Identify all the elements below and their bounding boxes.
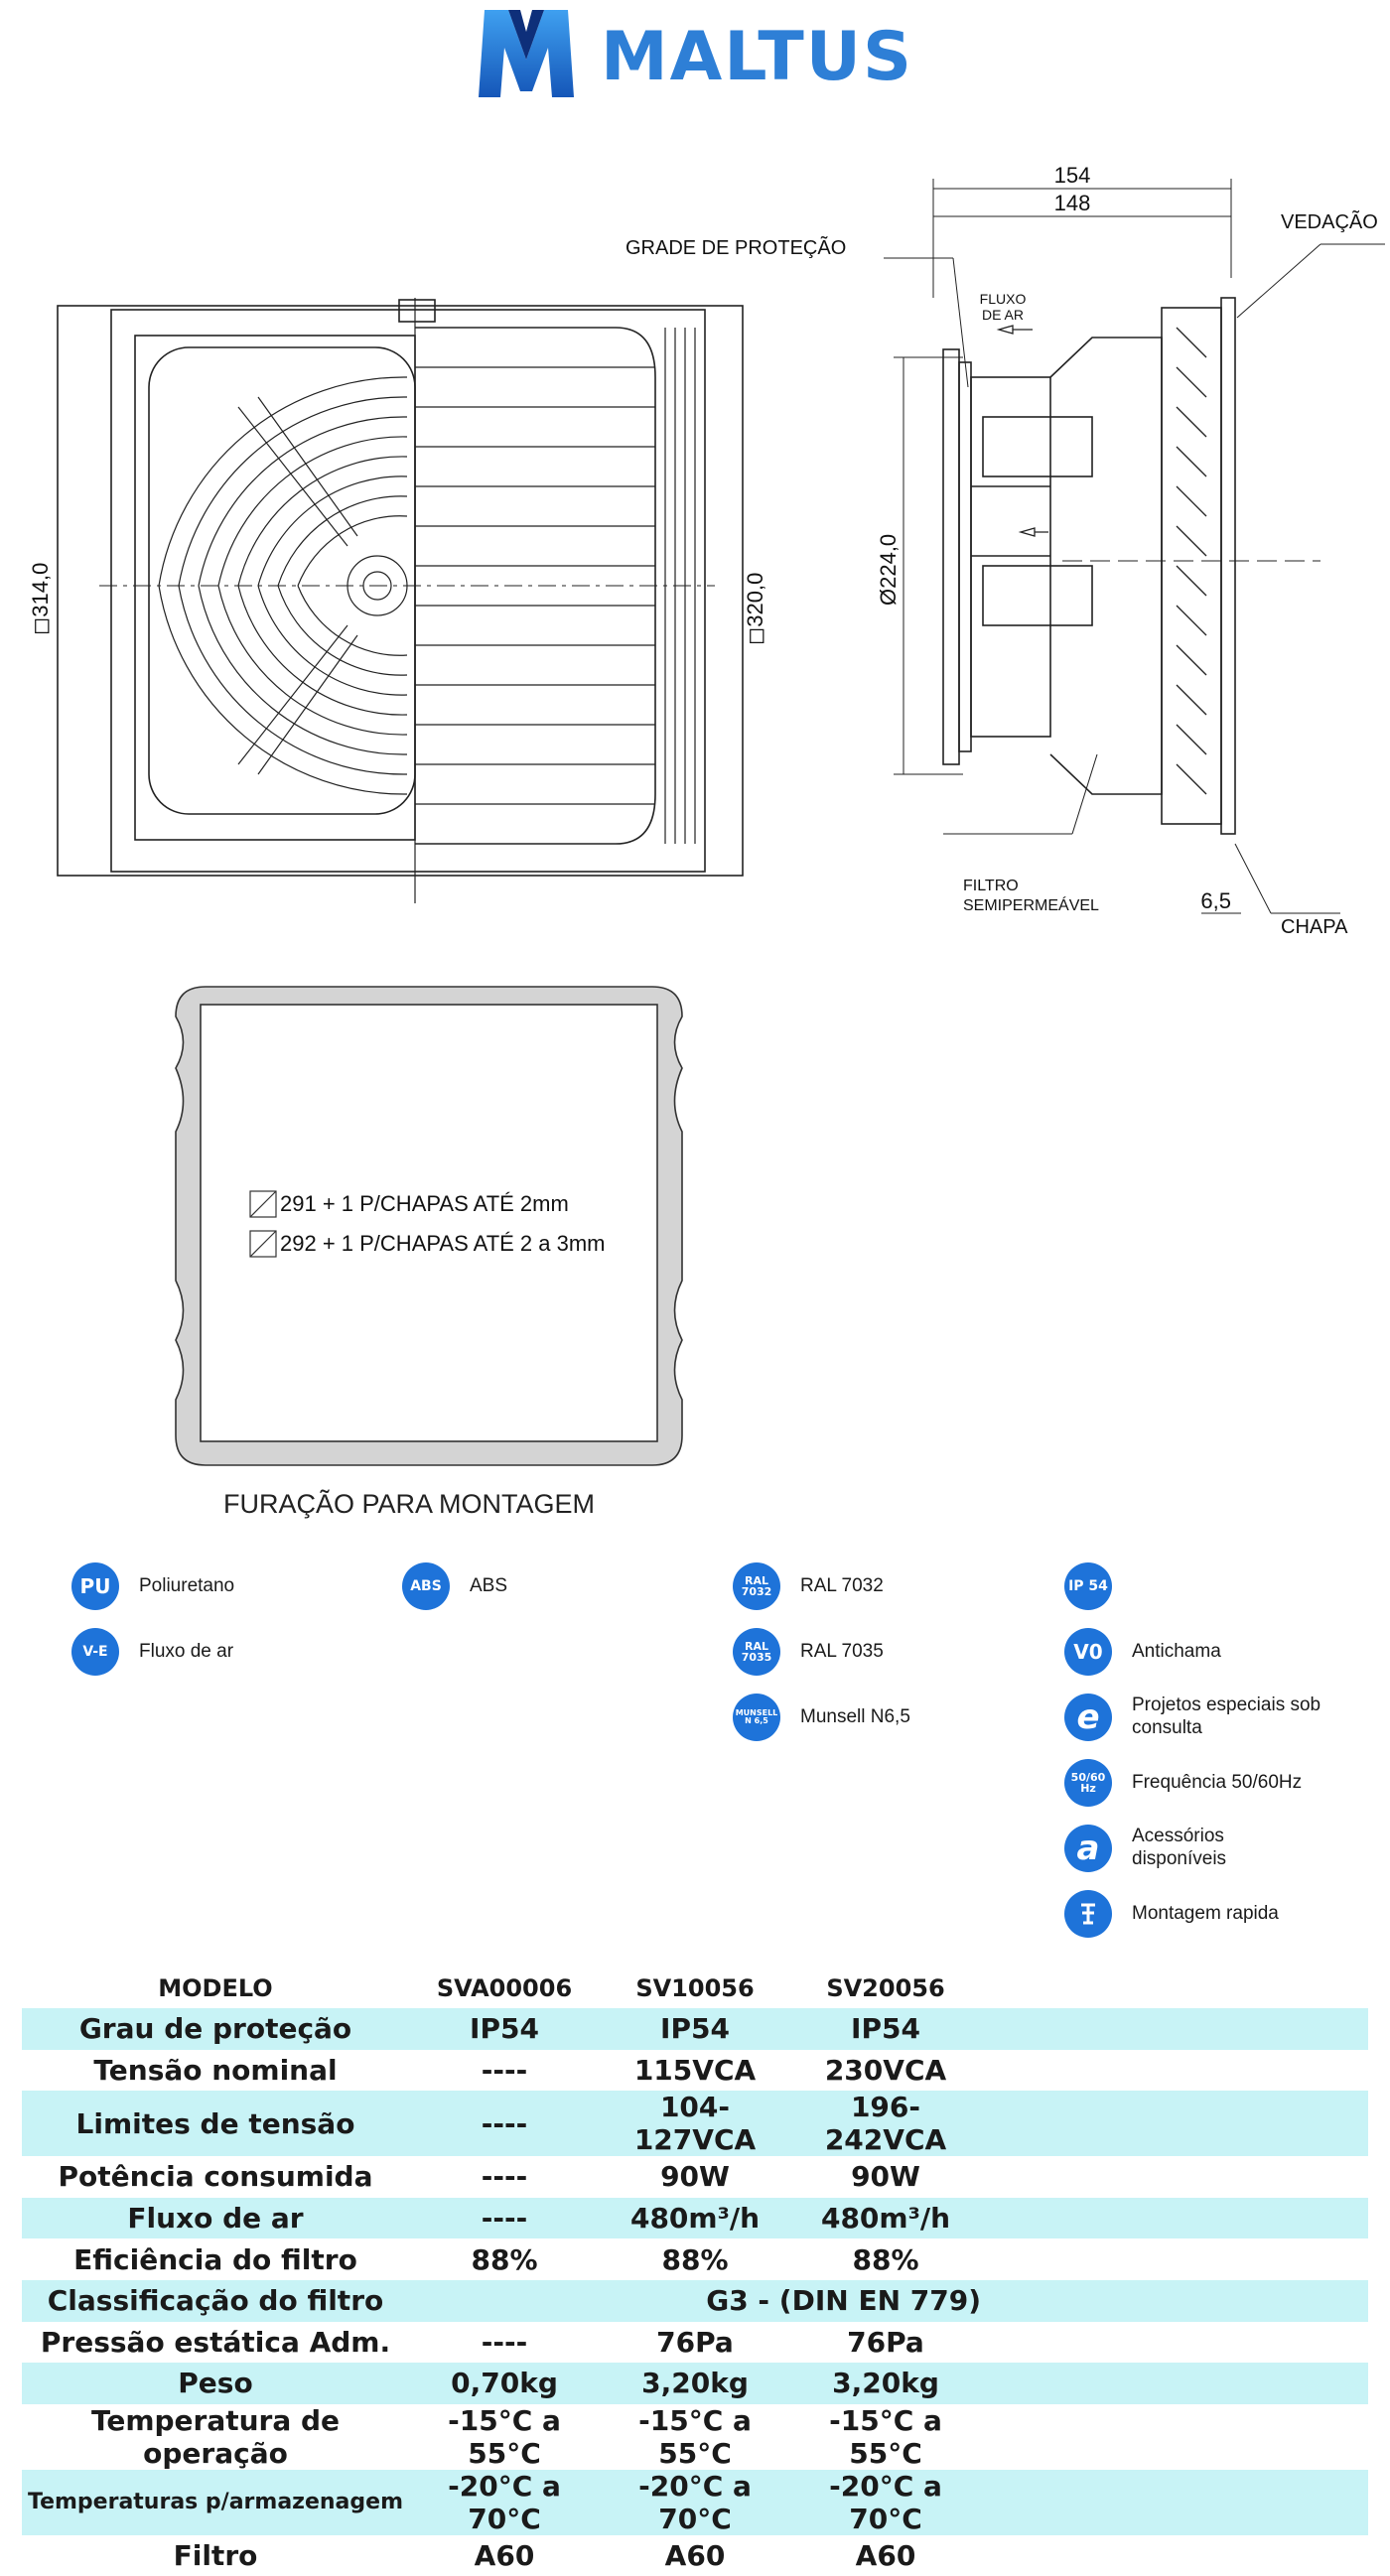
legend-munsell: MUNSELL N 6,5 Munsell N6,5 (733, 1692, 910, 1743)
table-row: Fluxo de ar ---- 480m³/h 480m³/h (22, 2197, 1368, 2239)
table-row: Peso 0,70kg 3,20kg 3,20kg (22, 2363, 1368, 2404)
mounting-cutout-drawing (175, 986, 683, 1466)
table-row: Limites de tensão ---- 104-127VCA 196-24… (22, 2091, 1368, 2157)
table-row: Pressão estática Adm. ---- 76Pa 76Pa (40, 2325, 924, 2359)
legend-frequency: 50/60 Hz Frequência 50/60Hz (1064, 1757, 1302, 1809)
mount-note-1: 291 + 1 P/CHAPAS ATÉ 2mm (280, 1191, 569, 1216)
ral-7035-badge-icon: RAL 7035 (733, 1628, 780, 1676)
legend-airflow: V-E Fluxo de ar (71, 1626, 233, 1678)
brand-logo: MALTUS (467, 0, 923, 109)
legend-ral-7035: RAL 7035 RAL 7035 (733, 1626, 884, 1678)
munsell-badge-icon: MUNSELL N 6,5 (733, 1694, 780, 1741)
table-row: Grau de proteção IP54 IP54 IP54 (22, 2008, 1368, 2050)
table-row: Filtro A60 A60 A60 (173, 2539, 916, 2573)
spec-table: MODELO SVA00006 SV10056 SV20056 Grau de … (22, 1968, 1368, 2576)
side-dim-top-inner: 148 (1054, 191, 1091, 215)
maltus-m-icon (479, 10, 574, 97)
side-view-drawing: 154 148 Ø224,0 6,5 GRADE DE PROTEÇÃO VED… (626, 163, 1385, 938)
table-row: Tensão nominal ---- 115VCA 230VCA (93, 2053, 947, 2087)
side-dim-top-outer: 154 (1054, 163, 1091, 188)
front-dim-left: ◻314,0 (28, 563, 53, 635)
legend-ral-7032: RAL 7032 RAL 7032 (733, 1560, 884, 1612)
mount-note-2: 292 + 1 P/CHAPAS ATÉ 2 a 3mm (280, 1231, 606, 1256)
table-row: Temperatura de operação -15°C a 55°C -15… (90, 2403, 942, 2470)
legend-quick-mount: Montagem rapida (1064, 1888, 1279, 1940)
header-modelo: MODELO (158, 1974, 273, 2002)
header-sv20056: SV20056 (826, 1974, 945, 2002)
legend-abs: ABS ABS (402, 1560, 507, 1612)
front-dim-right: ◻320,0 (743, 573, 767, 645)
front-view-drawing: ◻314,0 ◻320,0 (28, 298, 767, 903)
special-projects-badge-icon: e (1064, 1694, 1112, 1741)
label-chapa: CHAPA (1281, 916, 1348, 938)
header-sv10056: SV10056 (635, 1974, 755, 2002)
legend-ip54: IP 54 (1064, 1560, 1112, 1612)
header-sva00006: SVA00006 (436, 1974, 573, 2002)
brand-name: MALTUS (601, 18, 913, 96)
table-row: Classificação do filtro G3 - (DIN EN 779… (22, 2279, 1368, 2322)
pu-badge-icon: PU (71, 1562, 119, 1610)
table-row: Potência consumida ---- 90W 90W (58, 2160, 920, 2194)
legend-special-projects: e Projetos especiais sob consulta (1064, 1692, 1330, 1743)
label-vedacao: VEDAÇÃO (1281, 209, 1378, 233)
side-dim-bottom: 6,5 (1200, 888, 1231, 913)
mounting-caption: FURAÇÃO PARA MONTAGEM (223, 1489, 596, 1519)
legend-antichama: V0 Antichama (1064, 1626, 1221, 1678)
accessories-badge-icon: a (1064, 1825, 1112, 1872)
label-grade: GRADE DE PROTEÇÃO (626, 235, 846, 259)
legend-pu: PU Poliuretano (71, 1560, 234, 1612)
side-dim-diameter: Ø224,0 (876, 534, 901, 606)
label-fluxo-1: FLUXO (980, 291, 1027, 307)
label-filtro-2: SEMIPERMEÁVEL (963, 895, 1099, 914)
quick-mount-badge-icon (1064, 1890, 1112, 1938)
airflow-badge-icon: V-E (71, 1628, 119, 1676)
frequency-badge-icon: 50/60 Hz (1064, 1759, 1112, 1807)
legend-accessories: a Acessórios disponíveis (1064, 1823, 1291, 1874)
flame-retardant-badge-icon: V0 (1064, 1628, 1112, 1676)
ip54-badge-icon: IP 54 (1064, 1562, 1112, 1610)
label-filtro-1: FILTRO (963, 878, 1019, 894)
ral-7032-badge-icon: RAL 7032 (733, 1562, 780, 1610)
label-fluxo-2: DE AR (982, 307, 1024, 323)
table-row: Eficiência do filtro 88% 88% 88% (73, 2242, 919, 2276)
table-row: Temperaturas p/armazenagem -20°C a 70°C … (22, 2469, 1368, 2535)
abs-badge-icon: ABS (402, 1562, 450, 1610)
spec-table-header: MODELO SVA00006 SV10056 SV20056 (22, 1968, 1368, 2008)
